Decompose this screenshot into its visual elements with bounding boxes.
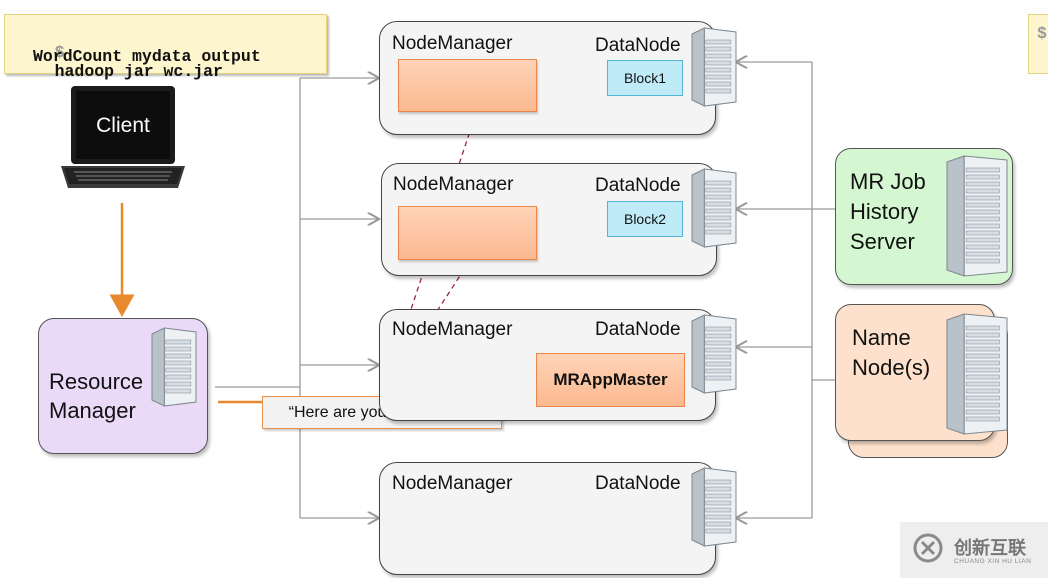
history-server-line-2: History (850, 199, 919, 224)
node-manager-4-label: NodeManager (392, 473, 513, 494)
server-icon (945, 154, 1009, 278)
container-2 (398, 206, 537, 260)
command-prompt: $ (54, 43, 65, 62)
command-line-2: WordCount mydata output (33, 47, 261, 66)
watermark-text: 创新互联 (954, 538, 1026, 558)
server-icon (690, 167, 738, 249)
command-prompt-right: $ (1037, 24, 1047, 43)
data-node-2-label: DataNode (595, 175, 681, 196)
data-node-1-label: DataNode (595, 35, 681, 56)
node-manager-2-label: NodeManager (393, 174, 514, 195)
data-node-4-label: DataNode (595, 473, 681, 494)
server-icon (945, 312, 1009, 436)
server-icon (690, 26, 738, 108)
mr-app-master: MRAppMaster (536, 353, 685, 407)
laptop-icon (61, 86, 185, 188)
data-node-3-label: DataNode (595, 319, 681, 340)
server-icon (690, 313, 738, 395)
name-node-line-2: Node(s) (852, 355, 931, 380)
history-server-line-3: Server (850, 229, 915, 254)
resource-manager-line-1: Resource (49, 369, 144, 394)
watermark-logo-icon (913, 533, 943, 563)
history-server-line-1: MR Job (850, 169, 926, 194)
name-node-line-1: Name (852, 325, 911, 350)
command-line-1: hadoop jar wc.jar (54, 62, 223, 81)
client-label: Client (96, 114, 150, 137)
block-1: Block1 (607, 60, 683, 96)
client-laptop: Client (58, 84, 188, 194)
block-2: Block2 (607, 201, 683, 237)
resource-manager-line-2: Manager (49, 398, 136, 423)
command-box-right: $ (1028, 14, 1048, 74)
node-manager-1-label: NodeManager (392, 33, 513, 54)
command-box: $ hadoop jar wc.jar WordCount mydata out… (4, 14, 327, 81)
node-manager-3-label: NodeManager (392, 319, 513, 340)
node-manager-4 (379, 462, 716, 575)
server-icon (690, 466, 738, 548)
container-1 (398, 59, 537, 112)
watermark: 创新互联 CHUANG XIN HU LIAN (900, 522, 1048, 578)
watermark-subtext: CHUANG XIN HU LIAN (954, 558, 1032, 565)
server-icon (150, 326, 198, 408)
